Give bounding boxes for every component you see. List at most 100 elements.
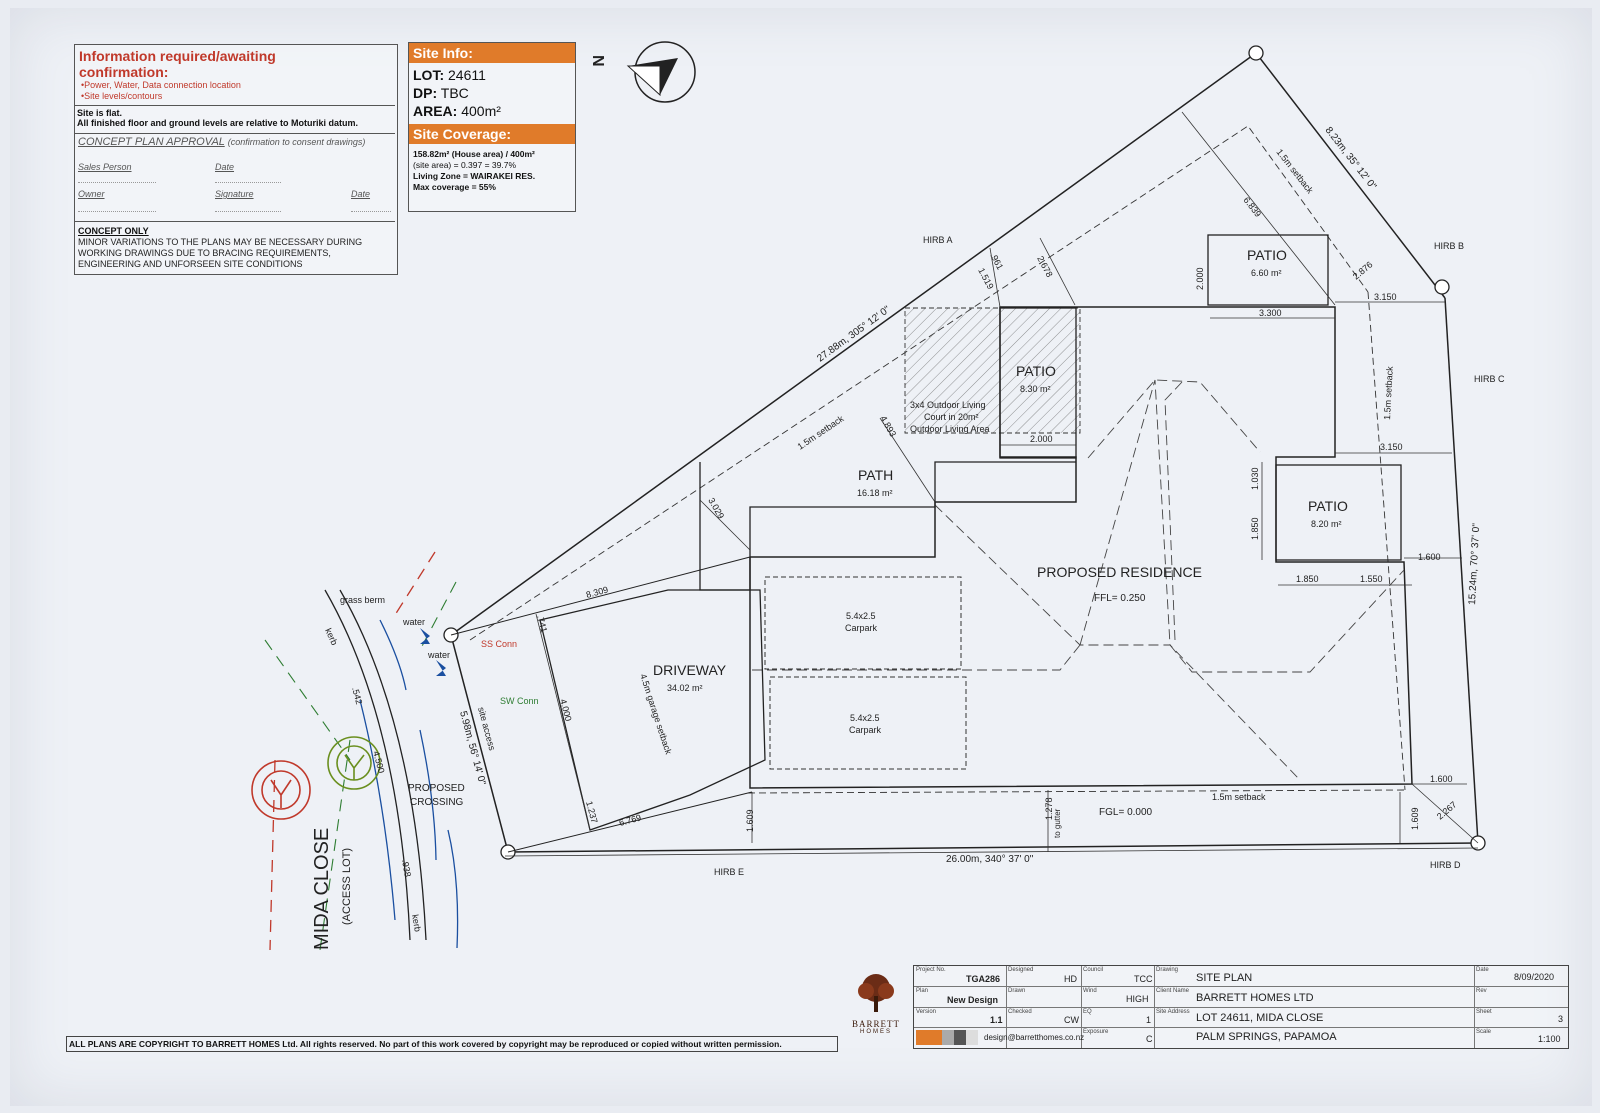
hirb-c: HIRB C xyxy=(1474,374,1505,384)
ss-conn-label: SS Conn xyxy=(481,639,517,649)
dim-542: .542 xyxy=(350,686,364,706)
stormwater-line xyxy=(419,581,457,651)
dim-3029: 3.029 xyxy=(706,496,726,521)
dp-label: DP: xyxy=(413,85,438,101)
carpark-2-size: 5.4x2.5 xyxy=(850,713,880,723)
water-valve-icon xyxy=(436,660,446,676)
barrett-logo: BARRETT HOMES xyxy=(846,972,906,1047)
house-outline xyxy=(749,306,1413,789)
north-arrow-icon xyxy=(626,41,696,103)
dim-2678: 2.678 xyxy=(1035,254,1054,279)
approval-title: CONCEPT PLAN APPROVAL xyxy=(78,136,225,148)
tb-plan: New Design xyxy=(947,995,999,1005)
setback-line-s xyxy=(747,789,1406,794)
dim-1600-low: 1.600 xyxy=(1430,774,1453,784)
tb-address-1: LOT 24611, MIDA CLOSE xyxy=(1196,1012,1324,1024)
roof-lines xyxy=(750,379,1405,781)
dim-6769: 6.769 xyxy=(618,812,642,827)
tb-designed: HD xyxy=(1064,974,1077,984)
signature-label: Signature xyxy=(215,189,254,199)
dim-2000-top: 2.000 xyxy=(1195,267,1205,290)
sewer-line xyxy=(269,759,276,951)
patio-right xyxy=(1275,464,1402,561)
dim-1550: 1.550 xyxy=(1360,574,1383,584)
ffl-label: FFL= 0.250 xyxy=(1094,593,1146,604)
water-line xyxy=(419,729,437,861)
coverage-line-2: (site area) = 0.397 = 39.7% xyxy=(413,160,517,170)
tb-project-no: TGA286 xyxy=(966,974,1001,984)
setback-label-nw: 1.5m setback xyxy=(796,413,846,452)
fgl-label: FGL= 0.000 xyxy=(1099,807,1153,818)
outdoor-label-2: Court in 20m² xyxy=(924,412,979,422)
dim-1609-right: 1.609 xyxy=(1410,807,1420,830)
tb-drawing-cap: Drawing xyxy=(1156,967,1179,973)
tb-client: BARRETT HOMES LTD xyxy=(1196,992,1314,1004)
datum-note: All finished floor and ground levels are… xyxy=(77,118,359,128)
tb-drawn-cap: Drawn xyxy=(1008,988,1026,994)
setback-line-e xyxy=(1367,291,1406,791)
tb-checked-cap: Checked xyxy=(1008,1009,1032,1015)
tb-drawing: SITE PLAN xyxy=(1196,972,1253,984)
sw-conn-label: SW Conn xyxy=(500,696,539,706)
date-label-2: Date xyxy=(351,189,371,199)
area-label: AREA: xyxy=(413,103,458,119)
setback-label-e: 1.5m setback xyxy=(1382,366,1395,420)
dim-3300: 3.300 xyxy=(1259,308,1282,318)
disclaimer: MINOR VARIATIONS TO THE PLANS MAY BE NEC… xyxy=(78,237,363,269)
tb-exposure: C xyxy=(1146,1034,1153,1044)
boundary-peg xyxy=(1434,279,1450,295)
patio-right-label: PATIO xyxy=(1308,498,1348,514)
tree-green-icon xyxy=(327,736,381,790)
patio-right-area: 8.20 m² xyxy=(1311,519,1342,529)
boundary-s-label: 26.00m, 340° 37' 0" xyxy=(946,854,1034,865)
patio-top-label: PATIO xyxy=(1247,247,1287,263)
path-area: 16.18 m² xyxy=(857,488,893,498)
stormwater-line xyxy=(264,639,351,761)
tb-color-swatches xyxy=(916,1030,980,1045)
owner-label: Owner xyxy=(78,189,105,199)
tb-exposure-cap: Exposure xyxy=(1083,1029,1109,1035)
dim-1030: 1.030 xyxy=(1250,467,1260,490)
tb-eq: 1 xyxy=(1146,1015,1152,1025)
proposed-crossing-2: CROSSING xyxy=(410,797,464,808)
site-info-box: Site Info: LOT: 24611 DP: TBC AREA: 400m… xyxy=(408,42,576,212)
grass-berm-label: grass berm xyxy=(340,595,385,605)
tb-checked: CW xyxy=(1064,1015,1079,1025)
info-box: Information required/awaiting confirmati… xyxy=(74,44,398,275)
outdoor-label-1: 3x4 Outdoor Living xyxy=(910,400,986,410)
water-label-1: water xyxy=(402,617,425,627)
lot-boundary xyxy=(450,52,1479,853)
copyright-notice: ALL PLANS ARE COPYRIGHT TO BARRETT HOMES… xyxy=(66,1036,838,1052)
path-label: PATH xyxy=(858,467,893,483)
dim-741: .741 xyxy=(535,614,549,634)
brand-sub: HOMES xyxy=(859,1029,892,1035)
tb-version-cap: Version xyxy=(916,1009,937,1015)
date-label-1: Date xyxy=(215,162,235,172)
dim-1519: 1.519 xyxy=(976,266,995,291)
area-value: 400m² xyxy=(461,103,501,119)
carpark-2 xyxy=(769,676,967,770)
dim-2000-patio: 2.000 xyxy=(1030,434,1053,444)
dim-1850-v: 1.850 xyxy=(1250,517,1260,540)
boundary-ne-label: 8.23m, 35° 12' 0" xyxy=(1323,125,1379,192)
concept-only: CONCEPT ONLY xyxy=(78,226,149,236)
tree-red-icon xyxy=(251,760,311,820)
sales-person-label: Sales Person xyxy=(78,162,132,172)
coverage-line-4: Max coverage = 55% xyxy=(413,182,496,192)
tb-eq-cap: EQ xyxy=(1083,1009,1092,1015)
outdoor-label-3: Outdoor Living Area xyxy=(910,424,990,434)
boundary-e-label: 15.24m, 70° 37' 0" xyxy=(1467,523,1482,606)
coverage-line-1: 158.82m² (House area) / 400m² xyxy=(413,149,535,159)
tb-rev-cap: Rev xyxy=(1476,988,1487,994)
dim-4893: 4.893 xyxy=(878,414,898,439)
carpark-2-label: Carpark xyxy=(849,725,882,735)
tb-sheet: 3 xyxy=(1558,1014,1564,1024)
tb-date: 8/09/2020 xyxy=(1514,972,1555,982)
hirb-a: HIRB A xyxy=(923,235,953,245)
info-title: Information required/awaiting confirmati… xyxy=(79,48,276,80)
street-kerb xyxy=(324,589,427,941)
sewer-line xyxy=(394,551,436,616)
patio-mid-area: 8.30 m² xyxy=(1020,384,1051,394)
dim-938: .938 xyxy=(400,859,413,878)
